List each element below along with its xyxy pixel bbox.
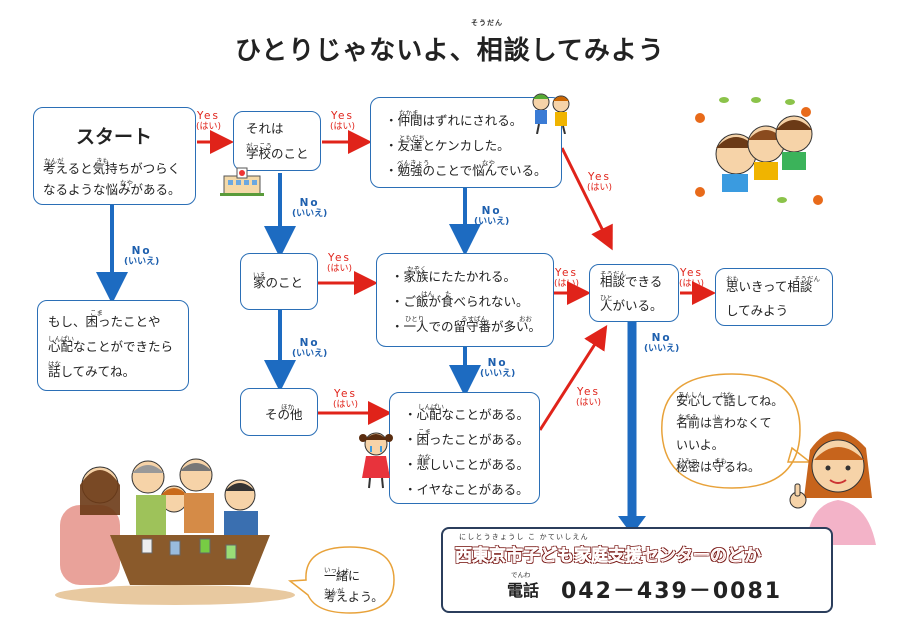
consult-person-box: そうだん 相談できる ひと 人がいる。 [589, 264, 679, 322]
school-issues-box: なかま ・仲間はずれにされる。 ともだち ・友達とケンカした。 べんきょう なや… [370, 97, 562, 188]
advice-line-2: 心配なことができたら [48, 339, 174, 354]
yes-label: Yes(はい) [330, 110, 356, 133]
list-item: ・一人での留守番が多い。 [391, 319, 542, 334]
no-label: No(いいえ) [292, 337, 328, 360]
contact-box: にしとうきょうし こ かていしえん 西東京市子ども家庭支援センターのどか でんわ… [441, 527, 833, 613]
list-item: ・イヤなことがある。 [404, 482, 529, 497]
yes-label: Yes(はい) [576, 386, 602, 409]
yes-label: Yes(はい) [554, 267, 580, 290]
list-item: ・仲間はずれにされる。 [385, 113, 523, 128]
list-item: ・家族にたたかれる。 [391, 269, 517, 284]
list-item: ・悲しいことがある。 [404, 457, 530, 472]
go-consult-box: おも そうだん 思いきって相談 してみよう [715, 268, 833, 326]
arrow-consult-no-head [618, 516, 646, 535]
arrow-school-issues-to-consult [560, 147, 613, 251]
advice-line-1: もし、困ったことや [48, 314, 161, 329]
start-box: スタート かんが きも 考えると気持ちがつらく なや なるような悩みがある。 [33, 107, 196, 205]
start-line-1: 考えると気持ちがつらく [43, 161, 181, 176]
yes-label: Yes(はい) [327, 252, 353, 275]
list-item: ・友達とケンカした。 [385, 138, 510, 153]
yes-label: Yes(はい) [196, 110, 222, 133]
tel-label: 電話 [507, 581, 540, 600]
phone-number[interactable]: 042－439－0081 [561, 579, 783, 604]
no-label: No(いいえ) [644, 332, 680, 355]
advice-box: こま もし、困ったことや しんぱい 心配なことができたら はな 話してみてね。 [37, 300, 189, 391]
crying-girl-icon [356, 430, 396, 494]
advice-line-3: 話してみてね。 [48, 364, 136, 379]
list-item: ・心配なことがある。 [404, 407, 530, 422]
other-box: ほか その他 [240, 388, 318, 436]
other-issues-box: しんぱい ・心配なことがある。 こま ・困ったことがある。 かな ・悲しいことが… [389, 392, 540, 504]
center-name: 西東京市子ども家庭支援センターのどか [455, 546, 762, 567]
no-label: No(いいえ) [292, 197, 328, 220]
home-box: いえ 家のこと [240, 253, 318, 310]
page-title: そうだん ひとりじゃないよ、相談してみよう [235, 19, 665, 66]
yes-label: Yes(はい) [587, 171, 613, 194]
list-item: ・ご飯が食べられない。 [391, 294, 529, 309]
yes-label: Yes(はい) [333, 388, 359, 411]
start-line-2: なるような悩みがある。 [43, 182, 181, 197]
school-box: それは がっこう 学校のこと [233, 111, 321, 171]
arrow-other-issues-to-consult [538, 324, 608, 431]
home-issues-box: かぞく ・家族にたたかれる。 はん た ・ご飯が食べられない。 ひとり るすばん… [376, 253, 554, 347]
school-building-icon [220, 166, 264, 200]
list-item: ・困ったことがある。 [404, 432, 530, 447]
no-label: No(いいえ) [124, 245, 160, 268]
list-item: ・勉強のことで悩んでいる。 [385, 163, 547, 178]
family-illustration [50, 455, 300, 609]
no-label: No(いいえ) [480, 357, 516, 380]
playing-children-illustration [686, 92, 836, 216]
no-label: No(いいえ) [474, 205, 510, 228]
yes-label: Yes(はい) [679, 267, 705, 290]
children-fighting-icon [527, 90, 577, 138]
start-heading: スタート [76, 126, 153, 148]
